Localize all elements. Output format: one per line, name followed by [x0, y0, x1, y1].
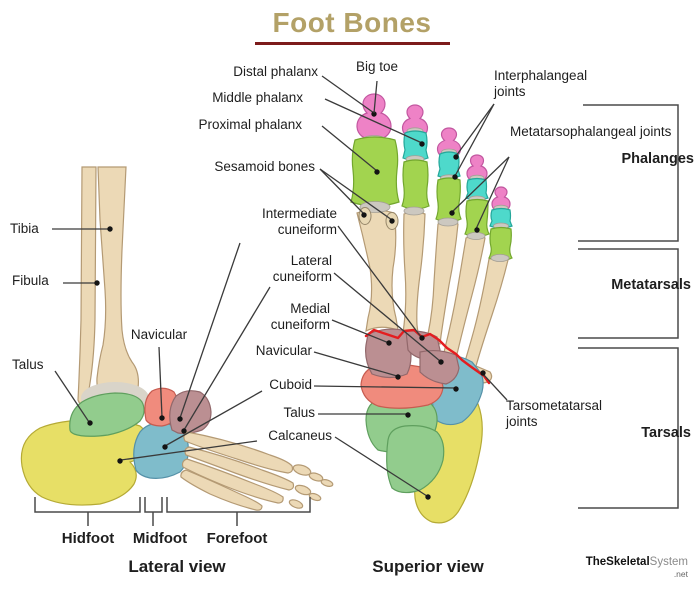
label-fibula: Fibula [12, 273, 49, 288]
label-intermediate-cuneiform: Intermediate cuneiform [261, 206, 337, 237]
section-brackets [578, 104, 679, 509]
metatarsal-5 [461, 257, 509, 384]
region-brackets [34, 497, 311, 526]
caption-superior-view: Superior view [372, 557, 484, 576]
title-block: Foot Bones [202, 7, 502, 45]
region-hindfoot: Hidfoot [61, 530, 115, 547]
cuneiform-bone-lateral [169, 390, 212, 435]
watermark-name-light: System [649, 556, 688, 568]
region-forefoot: Forefoot [206, 530, 268, 547]
label-metatarsophalangeal-joints: Metatarsophalangeal joints [510, 124, 672, 139]
forefoot-bracket [166, 497, 311, 526]
tarsometatarsal-joint-line [364, 328, 491, 385]
metatarsal-3 [425, 221, 459, 346]
label-sesamoid-bones: Sesamoid bones [214, 159, 315, 174]
label-distal-phalanx: Distal phalanx [233, 64, 318, 79]
talus-lower-lobe [386, 425, 445, 494]
watermark-suffix: .net [673, 568, 688, 579]
region-midfoot: Midfoot [132, 530, 188, 547]
watermark: TheSkeletalSystem .net [585, 556, 688, 579]
label-tibia: Tibia [10, 221, 39, 236]
tarsals-bracket [578, 347, 679, 509]
toe-2-phalanges [401, 104, 430, 216]
label-cuboid: Cuboid [269, 377, 312, 392]
cuboid-bone-lateral [133, 422, 189, 479]
toe-5-phalanges [488, 186, 513, 262]
phalanx-bones-lateral [288, 464, 334, 509]
watermark-name-bold: TheSkeletal [585, 556, 650, 568]
label-middle-phalanx: Middle phalanx [212, 90, 303, 105]
lateral-view-drawing [20, 166, 334, 511]
label-proximal-phalanx: Proximal phalanx [198, 117, 302, 132]
label-talus-superior: Talus [283, 405, 315, 420]
phalanges-bracket [578, 104, 679, 242]
label-medial-cuneiform: Medial cuneiform [270, 301, 330, 332]
label-navicular-superior: Navicular [255, 343, 312, 358]
label-big-toe: Big toe [355, 59, 399, 74]
talus-bone-lateral [69, 392, 145, 437]
section-metatarsals: Metatarsals [611, 277, 691, 293]
fibula-bone [77, 166, 97, 406]
label-interphalangeal-joints: Interphalangeal joints [494, 68, 588, 99]
lateral-cuneiform-bone [419, 349, 460, 385]
metatarsal-bones-superior [356, 209, 509, 384]
label-calcaneus: Calcaneus [268, 428, 332, 443]
label-tarsometatarsal-joints: Tarsometatarsal joints [506, 398, 603, 429]
midfoot-bracket [144, 497, 163, 526]
superior-view-drawing [350, 93, 513, 524]
metatarsals-bracket [578, 248, 679, 339]
label-talus-lateral: Talus [12, 357, 44, 372]
section-phalanges: Phalanges [621, 151, 694, 167]
metatarsal-2 [402, 211, 426, 335]
page-title: Foot Bones [254, 7, 450, 45]
label-lateral-cuneiform: Lateral cuneiform [272, 253, 332, 284]
hindfoot-bracket [34, 497, 141, 526]
section-tarsals: Tarsals [641, 425, 691, 441]
caption-lateral-view: Lateral view [128, 557, 226, 576]
tibia-bone [96, 166, 139, 403]
metatarsal-bones-lateral [180, 431, 295, 511]
toe-4-phalanges [464, 154, 490, 240]
label-navicular-lateral: Navicular [130, 327, 188, 342]
distal-phalanx-big-toe [356, 93, 392, 141]
medial-cuneiform-bone [365, 328, 412, 379]
leader-lines [52, 75, 510, 500]
